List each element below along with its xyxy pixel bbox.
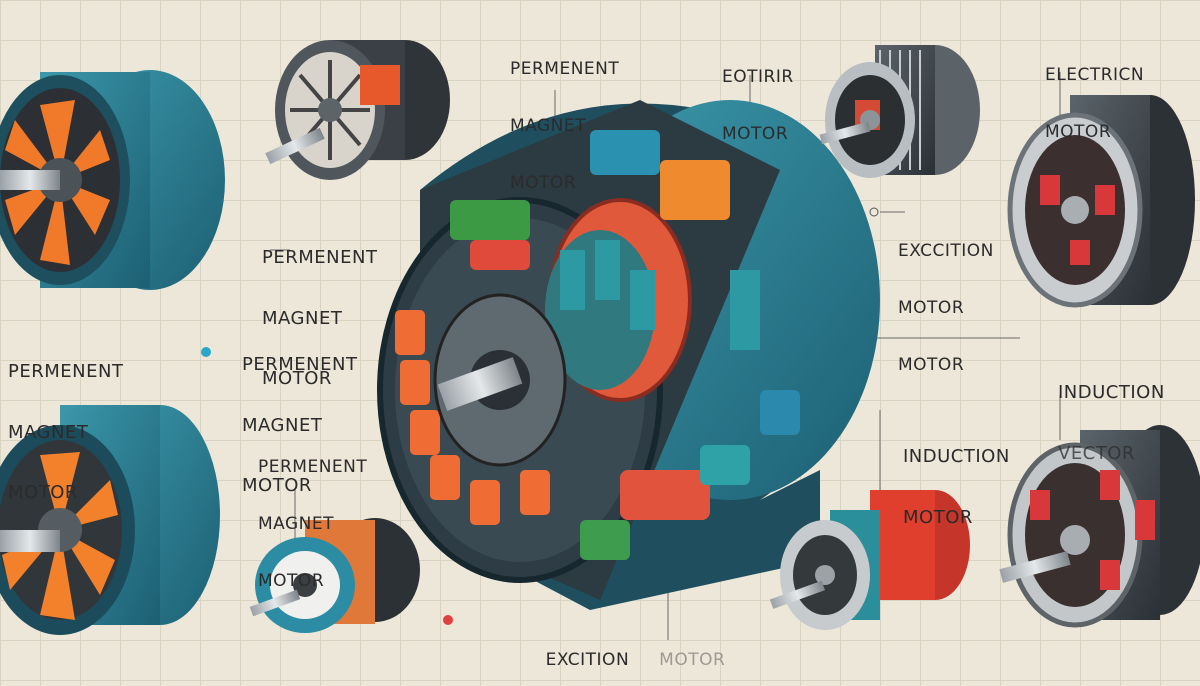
label-line: MOTOR [722,124,789,145]
label-line: MOTOR [903,506,973,528]
motor-bottom-right [999,425,1200,628]
label-line: MOTOR [1045,122,1112,143]
label-line: PERMENENT [262,247,378,269]
label-line: MAGNET [258,514,335,535]
motor-top-right-b [1007,95,1195,308]
label-excition-right: EXCCITION MOTOR MOTOR [898,204,994,413]
label-word: EXCITION [545,650,630,671]
label-permanent-far-left: PERMENENT MAGNET MOTOR [8,322,123,544]
label-line: ELECTRICN [1045,65,1145,86]
label-line: PERMENENT [8,361,124,383]
label-line: MAGNET [510,116,587,137]
label-permanent-lower-left: PERMENENT MAGNET MOTOR [258,420,367,629]
label-line: EOTIRIR [722,67,794,88]
label-word: MOTOR [659,650,726,671]
leader-lines [270,72,1061,640]
label-permanent-left-mid: PERMENENT MAGNET MOTOR [262,208,377,430]
label-induction-right: INDUCTION VECTOR [1058,343,1165,504]
label-permanent-center-left: PERMENENT MAGNET MOTOR [242,315,357,537]
label-line: MOTOR [8,482,78,504]
label-line: PERMENENT [242,354,358,376]
label-induction-center: INDUCTION MOTOR [903,407,1010,568]
label-line: VECTOR [1058,442,1135,464]
label-permanent-top-center: PERMENENT MAGNET MOTOR [510,22,619,231]
label-electricn-motor: ELECTRICN MOTOR [1045,28,1144,180]
label-line: MAGNET [8,421,89,443]
label-line: PERMENENT [258,457,368,478]
label-eotirir-motor: EOTIRIR MOTOR [722,30,794,182]
label-line: MOTOR [262,368,332,390]
label-line: MAGNET [262,307,343,329]
label-line: INDUCTION [1058,382,1165,404]
label-line: PERMENENT [510,59,620,80]
motor-bottom-red-teal [769,490,970,630]
teal-marker-dot [201,347,211,357]
motor-bottom-left [0,405,220,635]
label-line: MOTOR [898,298,965,319]
label-line: MOTOR [258,571,325,592]
label-line: INDUCTION [903,446,1010,468]
label-line: MOTOR [898,355,965,376]
label-line: MAGNET [242,414,323,436]
motor-top-small [265,40,450,180]
motor-top-left [0,70,225,290]
label-excition-bottom: EXCITION MOTOR [522,632,725,686]
motor-center-large [377,100,880,610]
marker-ring [869,207,879,217]
label-line: MOTOR [242,475,312,497]
label-line: MOTOR [510,173,577,194]
label-line: EXCCITION [898,241,994,262]
red-marker-dot [443,615,453,625]
motor-bottom-small-teal [249,518,420,633]
motor-top-right-a [819,45,980,178]
